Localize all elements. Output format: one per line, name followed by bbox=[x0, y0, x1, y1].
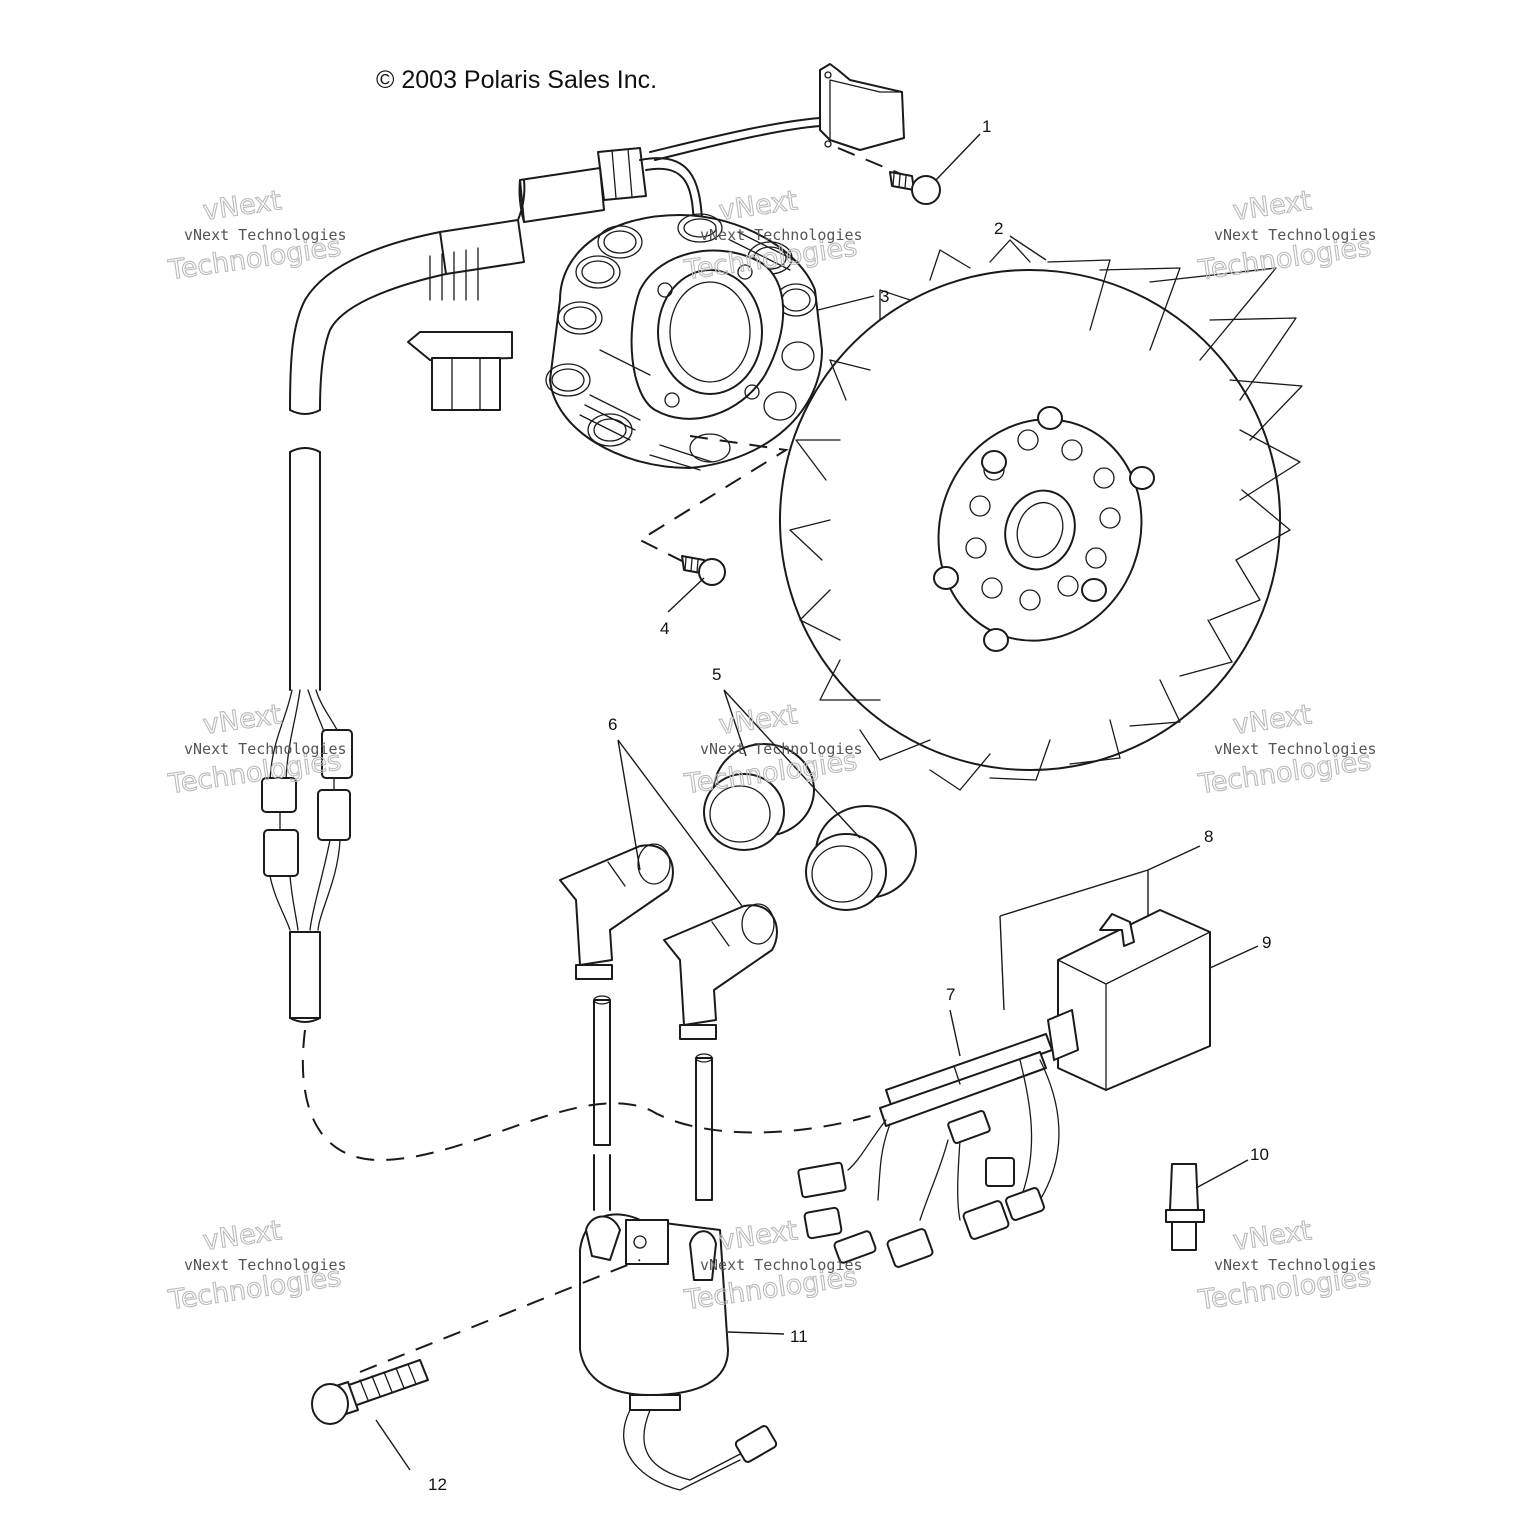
svg-text:vNext: vNext bbox=[1231, 185, 1313, 227]
spark-plug-cap-right bbox=[663, 903, 778, 1201]
part-10-terminal bbox=[1165, 1163, 1205, 1251]
svg-text:vNext Technologies: vNext Technologies bbox=[184, 1256, 347, 1274]
ignition-coil bbox=[579, 1154, 778, 1491]
callout-4: 4 bbox=[660, 619, 669, 638]
svg-text:vNext: vNext bbox=[201, 1215, 283, 1257]
callout-7: 7 bbox=[946, 985, 955, 1004]
spark-plug-cap-left bbox=[559, 843, 674, 1146]
callout-11: 11 bbox=[790, 1327, 808, 1346]
watermark-top-center: vNext Technologies vNext Technologies bbox=[681, 185, 863, 287]
svg-text:vNext Technologies: vNext Technologies bbox=[184, 740, 347, 758]
svg-text:vNext Technologies: vNext Technologies bbox=[1214, 226, 1377, 244]
svg-text:vNext Technologies: vNext Technologies bbox=[700, 226, 863, 244]
bolt-12 bbox=[311, 1259, 641, 1425]
screw-1 bbox=[837, 147, 941, 205]
stator bbox=[545, 213, 823, 471]
wire-harness bbox=[261, 63, 905, 1023]
svg-text:vNext: vNext bbox=[1231, 699, 1313, 741]
cdi-harness bbox=[797, 1033, 1060, 1268]
callout-6: 6 bbox=[608, 715, 617, 734]
watermark-bottom-left: vNext Technologies vNext Technologies bbox=[165, 1215, 347, 1317]
callout-5: 5 bbox=[712, 665, 721, 684]
callout-numbers: 1 2 3 4 5 6 7 8 9 10 11 12 bbox=[428, 117, 1271, 1494]
callout-leaders bbox=[375, 133, 1259, 1471]
watermark-mid-left: vNext Technologies vNext Technologies bbox=[165, 699, 347, 801]
watermark-top-left: vNext Technologies vNext Technologies bbox=[165, 185, 347, 287]
spacer-left bbox=[703, 743, 815, 851]
callout-9: 9 bbox=[1262, 933, 1271, 952]
svg-text:vNext: vNext bbox=[1231, 1215, 1313, 1257]
watermark-bottom-right: vNext Technologies vNext Technologies bbox=[1195, 1215, 1377, 1317]
callout-12: 12 bbox=[428, 1475, 447, 1494]
svg-text:vNext Technologies: vNext Technologies bbox=[1214, 1256, 1377, 1274]
screw-4 bbox=[681, 555, 726, 586]
harness-route-dashline bbox=[301, 1029, 891, 1162]
watermark-mid-right: vNext Technologies vNext Technologies bbox=[1195, 699, 1377, 801]
svg-text:vNext Technologies: vNext Technologies bbox=[700, 740, 863, 758]
stator-mount-dashline bbox=[637, 435, 789, 571]
svg-text:vNext Technologies: vNext Technologies bbox=[700, 1256, 863, 1274]
svg-text:vNext: vNext bbox=[201, 699, 283, 741]
cdi-module bbox=[1047, 909, 1211, 1091]
callout-1: 1 bbox=[982, 117, 991, 136]
callout-2: 2 bbox=[994, 219, 1003, 238]
svg-text:vNext Technologies: vNext Technologies bbox=[1214, 740, 1377, 758]
watermark-mid-center: vNext Technologies vNext Technologies bbox=[681, 699, 863, 801]
callout-10: 10 bbox=[1250, 1145, 1269, 1164]
flywheel bbox=[779, 239, 1303, 791]
svg-text:vNext: vNext bbox=[717, 185, 799, 227]
svg-text:vNext Technologies: vNext Technologies bbox=[184, 226, 347, 244]
callout-8: 8 bbox=[1204, 827, 1213, 846]
callout-3: 3 bbox=[880, 287, 889, 306]
spacer-right bbox=[805, 805, 917, 911]
copyright-text: © 2003 Polaris Sales Inc. bbox=[376, 66, 657, 94]
svg-text:vNext: vNext bbox=[717, 1215, 799, 1257]
svg-text:vNext: vNext bbox=[201, 185, 283, 227]
watermark-top-right: vNext Technologies vNext Technologies bbox=[1195, 185, 1377, 287]
